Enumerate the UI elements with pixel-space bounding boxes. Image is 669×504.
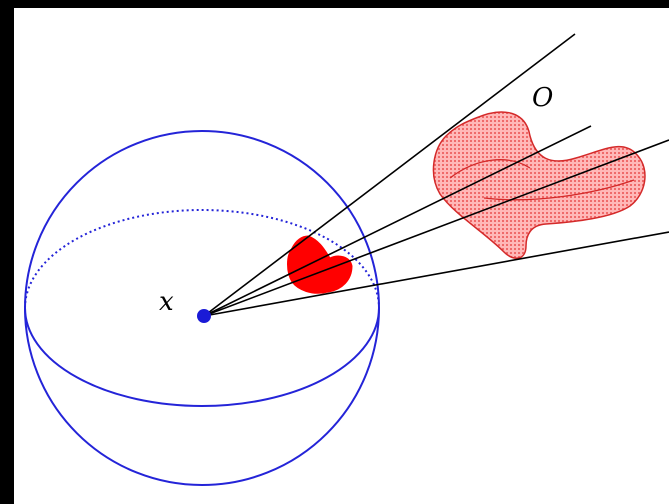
object-label: O bbox=[532, 83, 553, 113]
center-point bbox=[197, 309, 211, 323]
unit-sphere bbox=[24, 130, 380, 486]
point-label: x bbox=[159, 287, 174, 317]
object-O bbox=[432, 111, 646, 259]
sphere-equator-back bbox=[24, 209, 380, 309]
sphere-outline bbox=[24, 130, 380, 486]
bounding-rays bbox=[203, 33, 669, 317]
solid-angle-diagram: x O bbox=[24, 33, 669, 486]
sphere-equator-front bbox=[24, 307, 380, 407]
diagram-canvas: x O bbox=[14, 8, 669, 504]
object-contours bbox=[449, 159, 635, 201]
